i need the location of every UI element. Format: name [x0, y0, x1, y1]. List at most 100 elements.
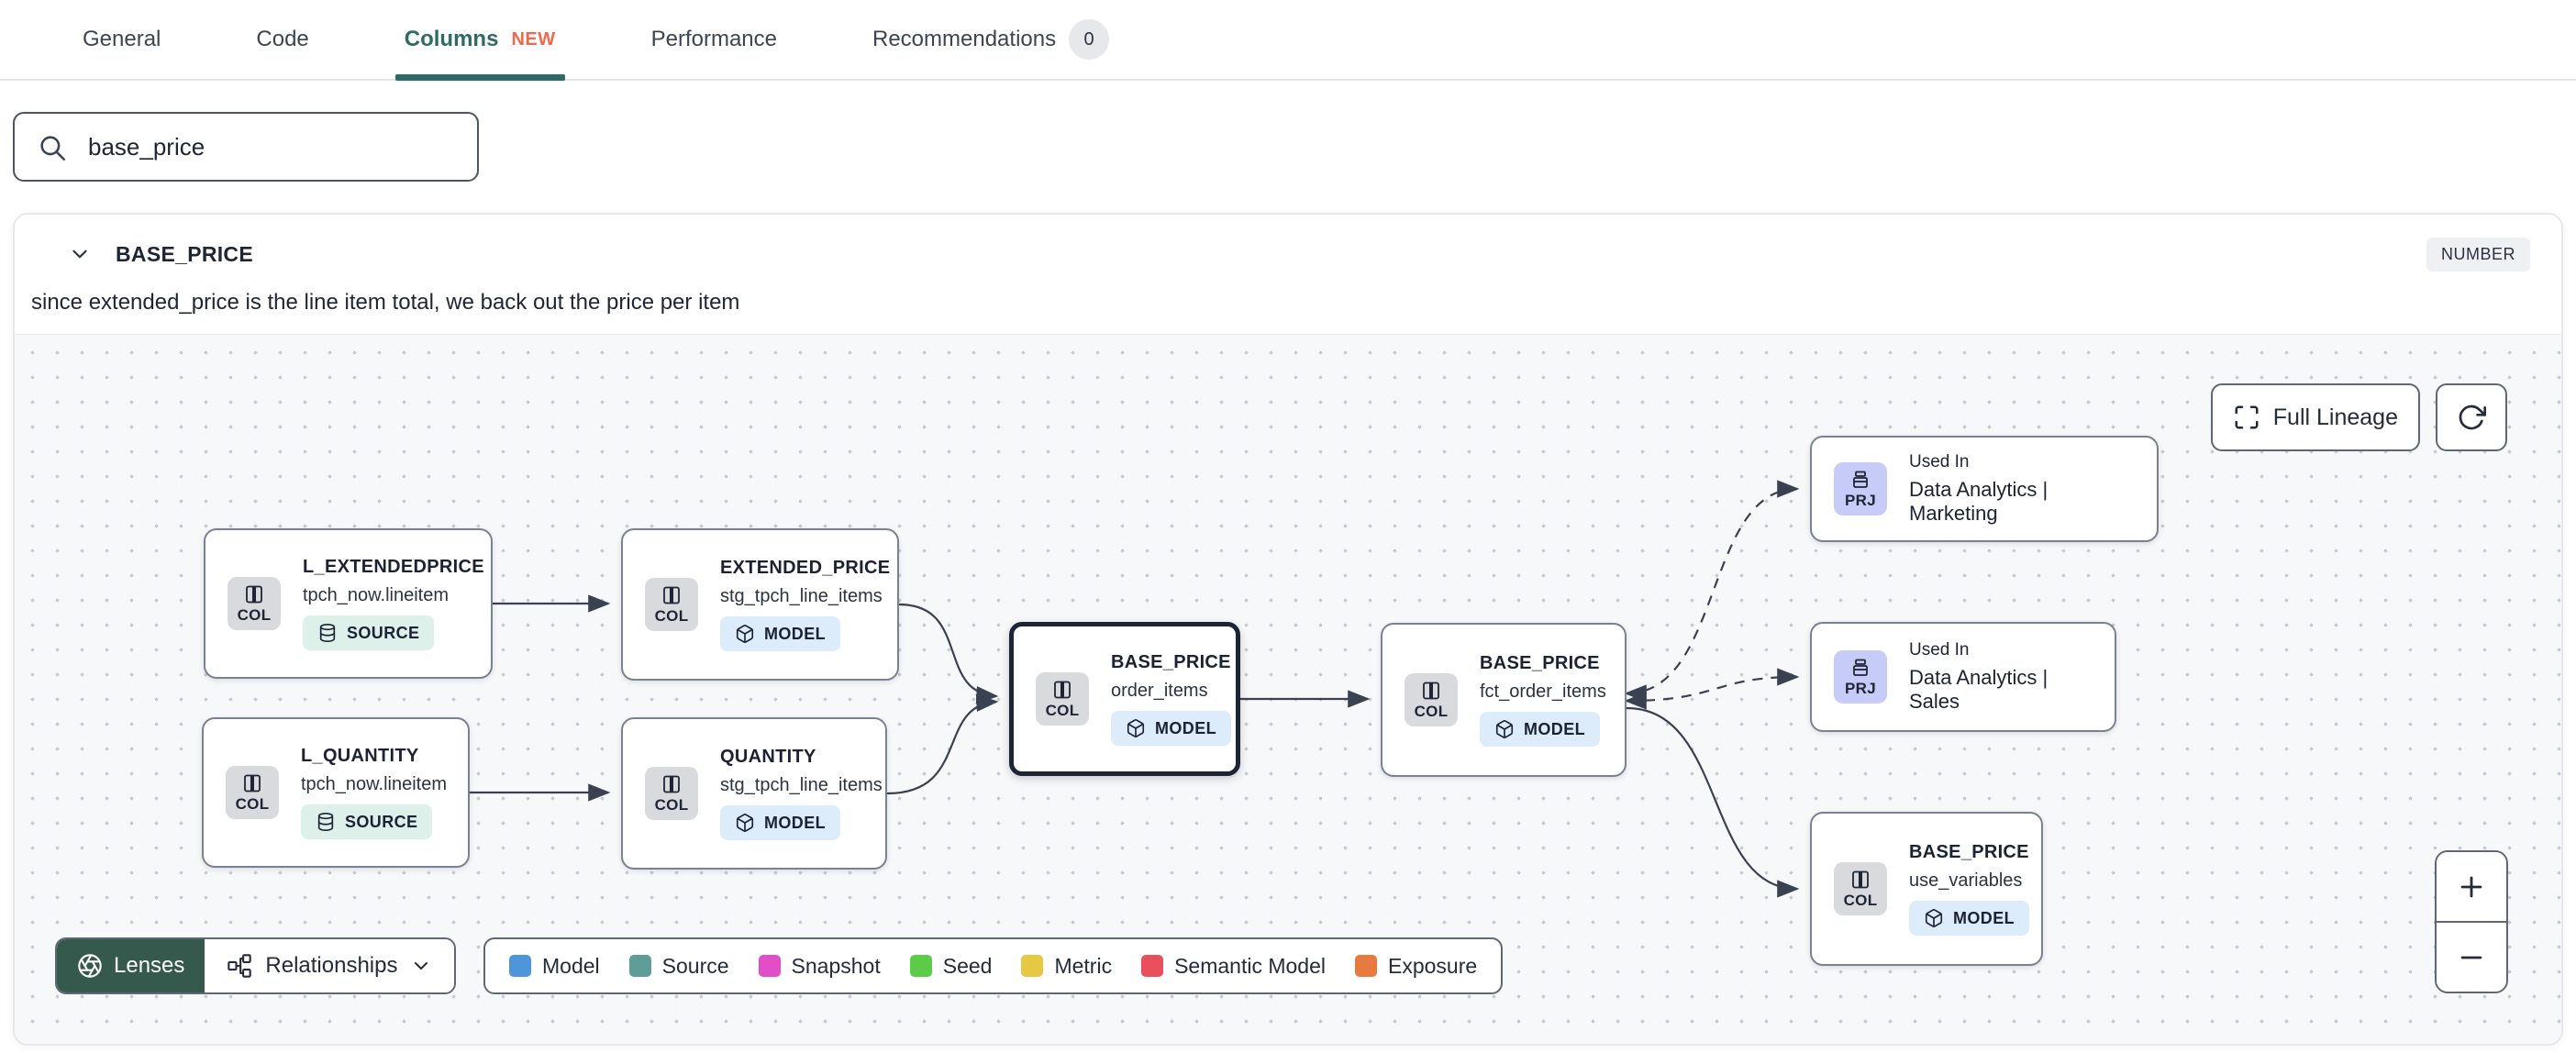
full-lineage-button[interactable]: Full Lineage [2210, 383, 2420, 451]
relationships-dropdown[interactable]: Relationships [205, 939, 455, 992]
database-icon [319, 624, 336, 642]
lenses-label: Lenses [114, 953, 185, 978]
refresh-button[interactable] [2436, 383, 2507, 451]
lenses-button[interactable]: Lenses [57, 939, 205, 992]
cube-icon [1925, 909, 1943, 927]
columns-icon [1423, 682, 1439, 699]
lineage-node-base-price-fct-order-items[interactable]: COL BASE_PRICE fct_order_items MODEL [1381, 623, 1627, 777]
maximize-icon [2235, 405, 2259, 429]
column-chip: COL [226, 766, 279, 819]
chip-label: PRJ [1845, 491, 1876, 509]
node-subtitle: tpch_now.lineitem [303, 585, 449, 605]
lineage-node-used-in-sales[interactable]: PRJ Used In Data Analytics | Sales [1810, 622, 2116, 732]
tab-columns-label: Columns [404, 27, 499, 51]
chip-label: PRJ [1845, 679, 1876, 697]
node-title: BASE_PRICE [1480, 653, 1600, 673]
model-badge: MODEL [720, 805, 840, 840]
legend-item-seed: Seed [909, 954, 992, 979]
legend-item-semantic-model: Semantic Model [1141, 954, 1326, 979]
lenses-control: Lenses Relationships [55, 937, 457, 994]
badge-label: SOURCE [345, 812, 418, 831]
search-field [13, 112, 479, 182]
lineage-node-used-in-marketing[interactable]: PRJ Used In Data Analytics | Marketing [1810, 436, 2159, 542]
relationships-icon [228, 954, 252, 978]
columns-icon [1852, 870, 1869, 888]
project-stack-icon [1853, 471, 1868, 488]
node-title: QUANTITY [720, 747, 816, 767]
legend-swatch [758, 955, 781, 977]
tab-code[interactable]: Code [247, 0, 317, 79]
columns-icon [246, 585, 262, 603]
node-type-legend: Model Source Snapshot Seed Metric [483, 937, 1504, 994]
legend-swatch [509, 955, 531, 977]
tab-general[interactable]: General [73, 0, 170, 79]
cube-icon [736, 625, 754, 643]
recommendations-count-badge: 0 [1069, 19, 1110, 60]
search-icon [40, 136, 66, 161]
legend-item-model: Model [509, 954, 600, 979]
model-badge: MODEL [1480, 712, 1600, 747]
chip-label: COL [1045, 701, 1080, 719]
column-panel: BASE_PRICE NUMBER since extended_price i… [13, 213, 2563, 1046]
tab-columns[interactable]: Columns NEW [394, 0, 565, 81]
legend-swatch [628, 955, 651, 977]
legend-label: Exposure [1388, 953, 1478, 978]
minus-icon [2460, 956, 2482, 959]
aperture-icon [78, 954, 102, 978]
lineage-node-l-quantity[interactable]: COL L_QUANTITY tpch_now.lineitem SOURCE [202, 717, 470, 868]
tab-general-label: General [83, 27, 161, 51]
columns-icon [663, 775, 680, 793]
relationships-label: Relationships [265, 953, 398, 978]
column-name: BASE_PRICE [116, 241, 253, 266]
column-panel-header: BASE_PRICE NUMBER [15, 215, 2561, 281]
database-icon [317, 813, 334, 831]
lineage-node-quantity[interactable]: COL QUANTITY stg_tpch_line_items MODEL [621, 717, 887, 870]
plus-icon [2460, 876, 2482, 897]
column-chip: COL [645, 767, 698, 820]
chevron-down-icon [415, 962, 428, 970]
used-in-label: Used In [1909, 452, 1970, 471]
legend-swatch [1141, 955, 1164, 977]
project-name: Data Analytics | Marketing [1909, 478, 2049, 525]
source-badge: SOURCE [303, 615, 435, 650]
lineage-node-l-extendedprice[interactable]: COL L_EXTENDEDPRICE tpch_now.lineitem SO… [204, 528, 493, 679]
legend-label: Metric [1054, 953, 1113, 978]
badge-label: MODEL [764, 624, 826, 643]
zoom-out-button[interactable] [2437, 923, 2506, 992]
legend-label: Source [661, 953, 729, 978]
chip-label: COL [1843, 891, 1878, 909]
search-input[interactable] [13, 112, 479, 182]
new-badge: NEW [511, 28, 556, 50]
tab-code-label: Code [256, 27, 309, 51]
legend-item-source: Source [628, 953, 729, 979]
tab-performance[interactable]: Performance [642, 0, 786, 79]
project-stack-icon [1853, 659, 1868, 676]
lineage-canvas[interactable]: COL L_EXTENDEDPRICE tpch_now.lineitem SO… [15, 334, 2561, 1044]
legend-swatch [1355, 955, 1377, 977]
badge-label: MODEL [764, 813, 826, 832]
node-title: BASE_PRICE [1909, 842, 2029, 862]
collapse-chevron-icon[interactable] [68, 242, 92, 266]
badge-label: SOURCE [347, 623, 420, 642]
legend-swatch [1021, 955, 1044, 977]
lineage-node-extended-price[interactable]: COL EXTENDED_PRICE stg_tpch_line_items M… [621, 528, 899, 681]
badge-label: MODEL [1155, 718, 1216, 737]
legend-swatch [909, 955, 932, 977]
lineage-node-base-price-order-items[interactable]: COL BASE_PRICE order_items MODEL [1009, 622, 1240, 776]
legend-item-metric: Metric [1021, 954, 1112, 979]
tab-recommendations[interactable]: Recommendations 0 [863, 0, 1118, 79]
zoom-in-button[interactable] [2437, 852, 2506, 921]
tab-recommendations-label: Recommendations [872, 27, 1057, 51]
column-description: since extended_price is the line item to… [31, 290, 740, 315]
cube-icon [1127, 719, 1145, 737]
model-badge: MODEL [1909, 901, 2029, 936]
node-subtitle: tpch_now.lineitem [301, 774, 447, 794]
node-subtitle: use_variables [1909, 870, 2023, 891]
tab-performance-label: Performance [650, 27, 777, 51]
chip-label: COL [654, 795, 689, 814]
lineage-node-base-price-use-variables[interactable]: COL BASE_PRICE use_variables MODEL [1810, 812, 2043, 966]
column-chip: COL [1405, 673, 1458, 726]
column-chip: COL [1036, 672, 1089, 726]
column-chip: COL [228, 577, 281, 630]
